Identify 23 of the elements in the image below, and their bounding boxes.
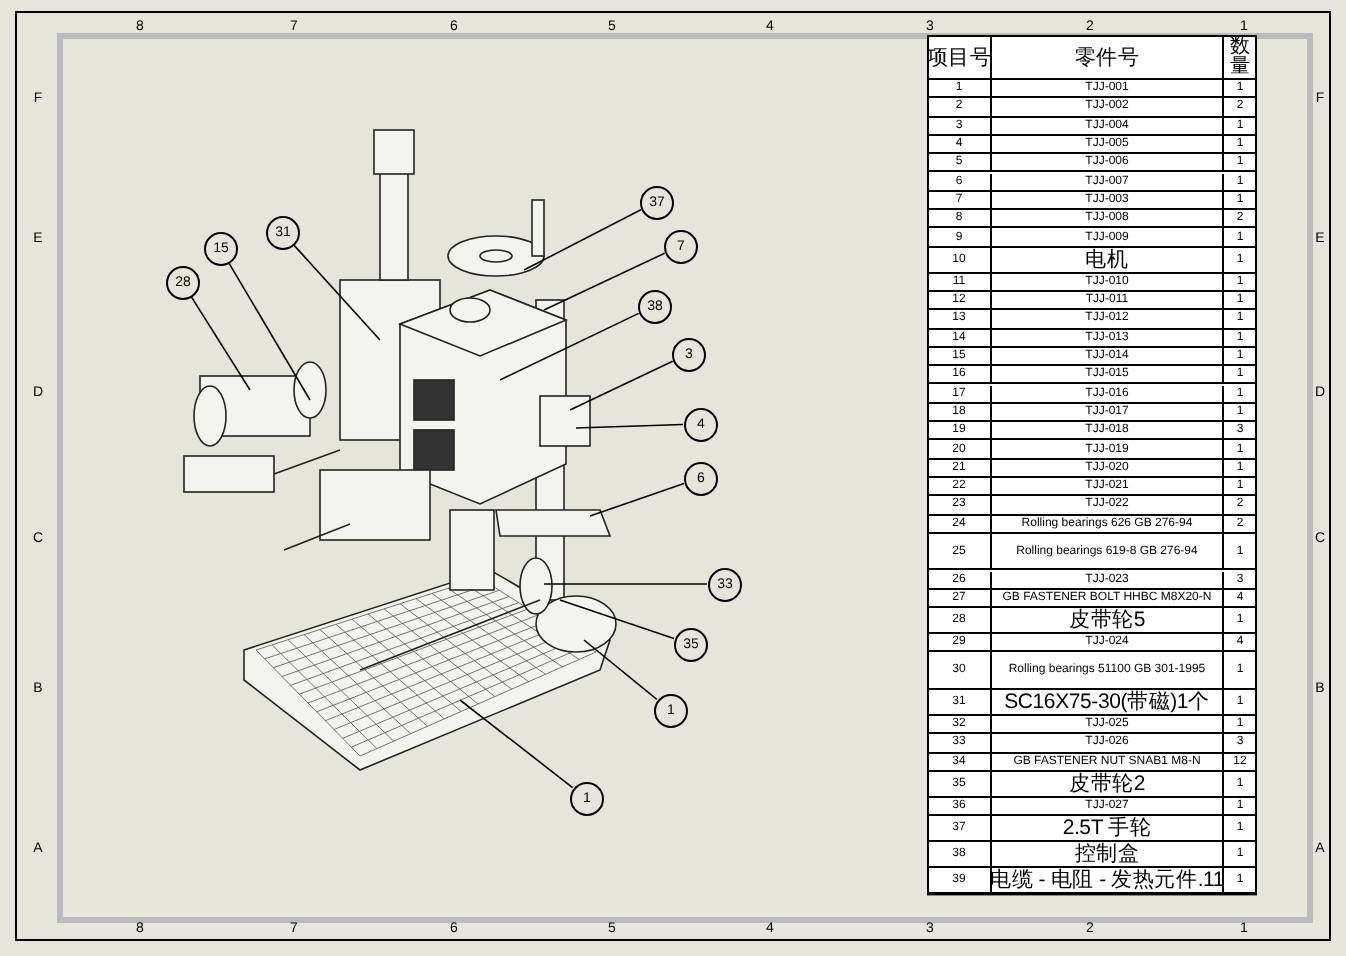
leader-line	[459, 699, 574, 789]
header-cell: 项目号	[928, 36, 992, 80]
table-cell: 2.5T 手轮	[992, 816, 1224, 843]
table-cell: 控制盒	[992, 842, 1224, 869]
leader-line	[589, 482, 685, 517]
table-cell: SC16X75-30(带磁)1个	[992, 690, 1224, 716]
leader-line	[583, 639, 658, 701]
leader-line	[227, 261, 311, 401]
header-cell: 数量	[1224, 36, 1256, 80]
leader-line	[292, 243, 381, 341]
leader-line	[523, 209, 642, 271]
leader-line	[575, 423, 684, 429]
table-cell: 皮带轮2	[992, 771, 1224, 798]
leader-line	[543, 252, 666, 311]
table-cell: 皮带轮5	[992, 608, 1224, 635]
leader-line	[569, 360, 674, 411]
leader-line	[190, 295, 251, 391]
leader-line	[499, 312, 640, 381]
leader-line	[559, 599, 675, 640]
table-cell: 电缆 - 电阻 - 发热元件.11	[992, 868, 1224, 895]
table-cell: 电机	[992, 247, 1224, 274]
leader-line	[543, 583, 708, 585]
header-cell: 零件号	[992, 36, 1224, 80]
